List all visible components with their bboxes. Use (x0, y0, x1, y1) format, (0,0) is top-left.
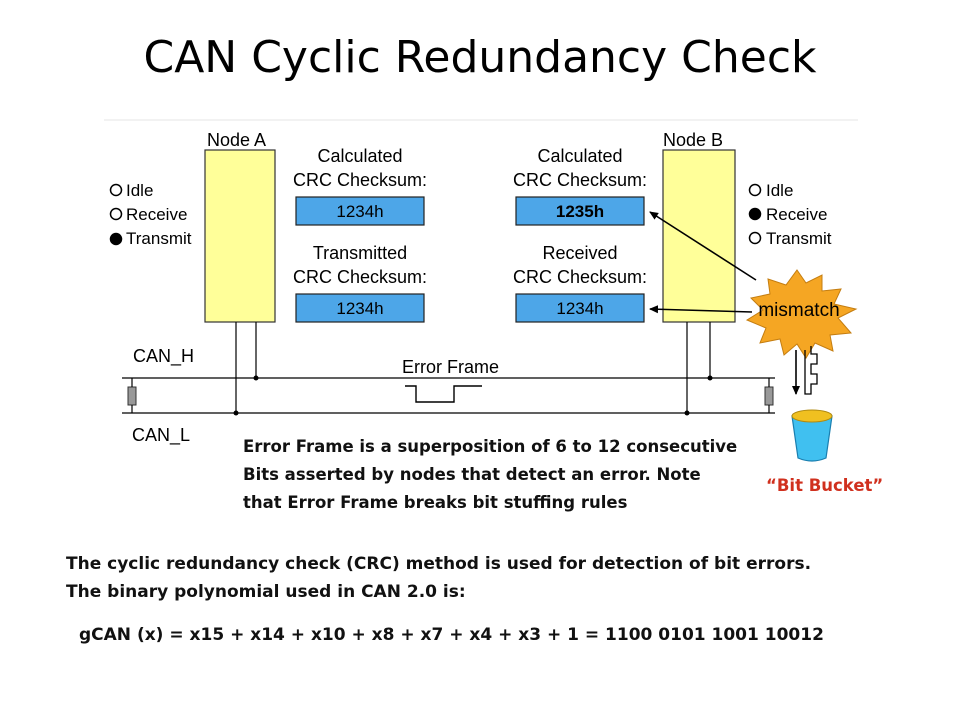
node-a-receive-radio-icon (109, 207, 123, 221)
node-a-transmitted-label: Transmitted (313, 243, 407, 263)
node-a-state-transmit: Transmit (126, 229, 192, 248)
node-a-label: Node A (207, 130, 266, 150)
description-line-2: The binary polynomial used in CAN 2.0 is… (66, 582, 466, 602)
node-a-calculated-crc-value: 1234h (336, 202, 383, 221)
node-b-received-crc-box (515, 293, 645, 323)
node-a-transmitted-label-2: CRC Checksum: (293, 267, 427, 287)
node-b-transmit-radio-icon (748, 231, 762, 245)
node-b-received-label-2: CRC Checksum: (513, 267, 647, 287)
node-b-receive-radio-icon (748, 207, 762, 221)
caption-line-2: Bits asserted by nodes that detect an er… (243, 465, 701, 484)
caption-line-1: Error Frame is a superposition of 6 to 1… (243, 437, 738, 456)
node-a-calculated-label: Calculated (317, 146, 402, 166)
node-a-block (204, 149, 276, 323)
bit-bucket-label: “Bit Bucket” (766, 476, 884, 495)
node-b-block (662, 149, 736, 323)
node-b-state-idle: Idle (766, 181, 793, 200)
node-a-state-receive: Receive (126, 205, 187, 224)
node-b-calculated-label: Calculated (537, 146, 622, 166)
mismatch-to-received-arrow (649, 305, 753, 314)
mismatch-to-calculated-arrow (649, 211, 757, 281)
mismatch-label: mismatch (758, 300, 839, 321)
slide-title: CAN Cyclic Redundancy Check (143, 32, 817, 83)
left-terminator (127, 386, 137, 406)
node-b-idle-radio-icon (748, 183, 762, 197)
node-a-idle-radio-icon (109, 183, 123, 197)
node-b-state-transmit: Transmit (766, 229, 832, 248)
bit-bucket-icon (791, 409, 833, 462)
error-frame-label: Error Frame (402, 357, 499, 377)
crc-description: The cyclic redundancy check (CRC) method… (66, 550, 811, 606)
node-b-received-label: Received (542, 243, 617, 263)
right-terminator (764, 386, 774, 406)
node-a-transmitted-crc-value: 1234h (336, 299, 383, 318)
node-b-received-crc-value: 1234h (556, 299, 603, 318)
error-frame-waveform (405, 385, 482, 403)
node-b-state-receive: Receive (766, 205, 827, 224)
node-a-calculated-label-2: CRC Checksum: (293, 170, 427, 190)
node-a-transmitted-crc-box (295, 293, 425, 323)
node-b-label: Node B (663, 130, 723, 150)
caption-line-3: that Error Frame breaks bit stuffing rul… (243, 493, 628, 512)
node-a-calculated-crc-box (295, 196, 425, 226)
node-b-calculated-crc-value: 1235h (556, 202, 604, 221)
node-a-states: Idle Receive Transmit (109, 181, 192, 248)
can-l-label: CAN_L (132, 425, 190, 446)
polynomial-formula: gCAN (x) = x15 + x14 + x10 + x8 + x7 + x… (79, 625, 824, 645)
node-a-transmit-radio-icon (109, 232, 123, 246)
node-b-calculated-crc-box (515, 196, 645, 226)
node-b-calculated-label-2: CRC Checksum: (513, 170, 647, 190)
mismatch-starburst (745, 269, 858, 359)
can-h-label: CAN_H (133, 346, 194, 367)
description-line-1: The cyclic redundancy check (CRC) method… (66, 554, 812, 574)
node-a-state-idle: Idle (126, 181, 153, 200)
error-frame-caption: Error Frame is a superposition of 6 to 1… (243, 433, 737, 517)
node-b-states: Idle Receive Transmit (748, 181, 832, 248)
falling-bits-waveform (804, 346, 818, 395)
